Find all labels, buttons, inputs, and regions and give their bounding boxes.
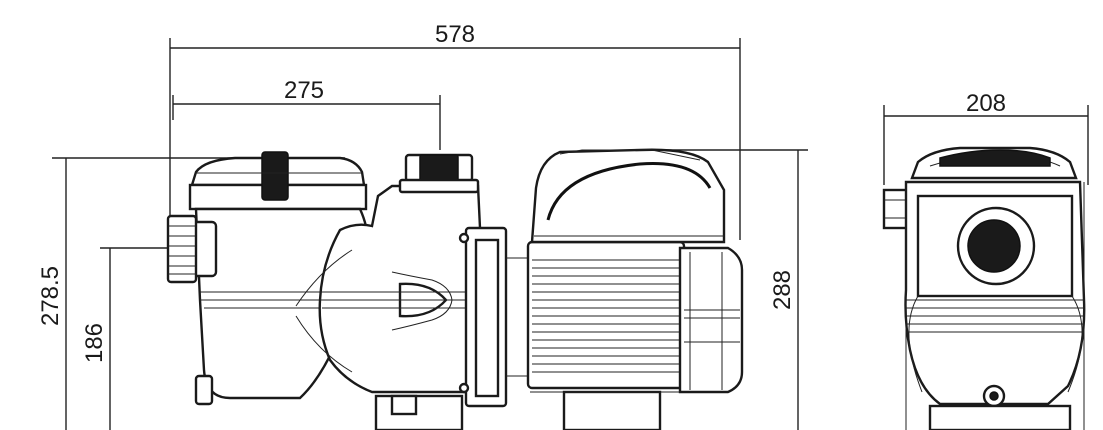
dim-inlet-height: 186 (81, 323, 108, 363)
motor-body (526, 240, 686, 390)
drive-housing (530, 148, 726, 244)
pump-side-view (166, 148, 744, 430)
fan-cover (678, 246, 744, 394)
strainer-lid (188, 151, 368, 211)
motor-flange (458, 226, 532, 408)
outlet-union (398, 153, 480, 194)
front-base (928, 404, 1072, 430)
dim-inlet-offset: 275 (284, 77, 324, 104)
dim-width: 208 (966, 90, 1006, 117)
dim-total-height: 278.5 (37, 266, 64, 326)
pump-front-view (882, 146, 1086, 430)
dim-motor-height: 288 (769, 270, 796, 310)
pump-base (374, 390, 680, 430)
pump-volute (295, 184, 482, 394)
inlet-union (166, 214, 218, 284)
dim-overall-length: 578 (435, 21, 475, 48)
strainer-housing (194, 207, 370, 406)
